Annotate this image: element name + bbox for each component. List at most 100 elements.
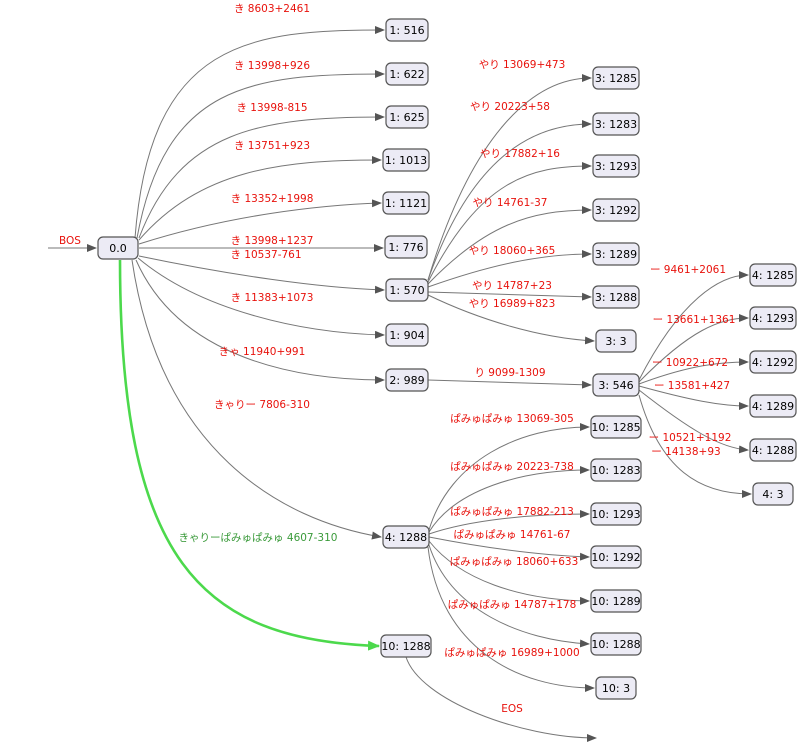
lattice-node-label: 1: 904 [389, 329, 424, 342]
edge-label: ー 10922+672 [652, 357, 728, 369]
lattice-node-label: 1: 570 [389, 284, 424, 297]
lattice-node-box [97, 236, 139, 260]
lattice-edge [638, 358, 749, 385]
lattice-node-box [590, 415, 642, 439]
lattice-node-box [749, 306, 797, 330]
lattice-node: 10: 1283 [590, 458, 642, 482]
lattice-edge [428, 466, 590, 533]
lattice-edge [138, 199, 382, 245]
lattice-node-label: 10: 1289 [591, 595, 640, 608]
edge-label: やり 18060+365 [469, 245, 556, 257]
lattice-node-label: 4: 1288 [385, 531, 427, 544]
edge-label: やり 17882+16 [480, 148, 560, 160]
lattice-edge [137, 257, 385, 339]
lattice-node-label: 10: 3 [602, 682, 630, 695]
edge-label: きゃりー 7806-310 [214, 399, 310, 411]
lattice-node-label: 10: 1285 [591, 421, 640, 434]
lattice-node-box [592, 285, 640, 309]
lattice-node-box [749, 350, 797, 374]
lattice-node: 3: 3 [595, 329, 637, 353]
lattice-edge [428, 510, 590, 535]
lattice-node-label: 3: 1289 [595, 248, 637, 261]
lattice-node: 3: 1283 [592, 112, 640, 136]
best-path-edge-label: きゃりーぱみゅぱみゅ 4607-310 [179, 532, 338, 544]
lattice-node: 2: 989 [385, 368, 429, 392]
lattice-node-box [592, 112, 640, 136]
lattice-edge [138, 156, 382, 241]
edge-label: ー 13581+427 [654, 380, 730, 392]
lattice-node-label: 3: 546 [598, 379, 633, 392]
lattice-node: 4: 1288 [382, 525, 430, 549]
lattice-node-box [590, 502, 642, 526]
lattice-node: 3: 1285 [592, 66, 640, 90]
edge-label: り 9099-1309 [474, 367, 545, 379]
lattice-node-label: 3: 1292 [595, 204, 637, 217]
lattice-node: 1: 776 [384, 235, 428, 259]
edge-label: やり 20223+58 [470, 101, 550, 113]
lattice-node: 4: 3 [752, 482, 794, 506]
lattice-node-label: 3: 1283 [595, 118, 637, 131]
lattice-node: 10: 1288 [380, 634, 432, 658]
edge-label: BOS [59, 235, 81, 247]
lattice-node: 10: 1292 [590, 545, 642, 569]
edge-label: き 13998+926 [234, 60, 310, 72]
edge-label: EOS [501, 703, 523, 715]
lattice-node: 1: 622 [385, 62, 429, 86]
lattice-edge [138, 113, 385, 239]
lattice-node: 1: 1121 [382, 191, 430, 215]
lattice-node-label: 1: 622 [389, 68, 424, 81]
edge-label: ぱみゅぱみゅ 17882-213 [450, 506, 574, 518]
lattice-node-box [385, 62, 429, 86]
best-path-edge [118, 259, 380, 651]
lattice-node-box [749, 438, 797, 462]
lattice-node: 4: 1292 [749, 350, 797, 374]
lattice-node-box [752, 482, 794, 506]
lattice-node: 1: 516 [385, 18, 429, 42]
edge-label: き 13751+923 [234, 140, 310, 152]
lattice-node-box [590, 458, 642, 482]
lattice-edge [638, 385, 749, 410]
lattice-node: 10: 1285 [590, 415, 642, 439]
lattice-node-label: 10: 1292 [591, 551, 640, 564]
edge-label: ぱみゅぱみゅ 18060+633 [450, 556, 579, 568]
lattice-edge [427, 291, 592, 301]
lattice-node-box [595, 676, 637, 700]
lattice-node-label: 4: 1292 [752, 356, 794, 369]
lattice-node-box [385, 278, 429, 302]
lattice-node-label: 4: 1288 [752, 444, 794, 457]
lattice-node-box [590, 632, 642, 656]
lattice-node-label: 1: 1121 [385, 197, 427, 210]
lattice-node: 3: 1293 [592, 154, 640, 178]
edge-label: ぱみゅぱみゅ 14787+178 [448, 599, 577, 611]
lattice-node-box [385, 105, 429, 129]
edge-label: き 13998-815 [236, 102, 307, 114]
lattice-node: 3: 1289 [592, 242, 640, 266]
lattice-edge [427, 294, 595, 345]
lattice-edge [131, 259, 382, 540]
edge-label: ぱみゅぱみゅ 13069-305 [450, 413, 574, 425]
lattice-node-label: 4: 1289 [752, 400, 794, 413]
edge-label: やり 14787+23 [472, 280, 552, 292]
lattice-node-box [385, 323, 429, 347]
lattice-edge [428, 540, 590, 605]
edge-label: き 11383+1073 [231, 292, 314, 304]
lattice-edge [638, 271, 749, 381]
lattice-edge [428, 423, 590, 531]
lattice-node-label: 1: 625 [389, 111, 424, 124]
lattice-node: 3: 546 [592, 373, 640, 397]
lattice-node-label: 1: 776 [388, 241, 423, 254]
lattice-edge [427, 250, 592, 288]
lattice-node-box [385, 18, 429, 42]
edge-label: ぱみゅぱみゅ 14761-67 [454, 529, 571, 541]
lattice-node: 1: 1013 [382, 148, 430, 172]
lattice-node-label: 10: 1283 [591, 464, 640, 477]
lattice-node-box [382, 148, 430, 172]
lattice-node-box [382, 525, 430, 549]
lattice-edge [638, 394, 752, 498]
lattice-node: 3: 1288 [592, 285, 640, 309]
lattice-edge [638, 389, 749, 454]
lattice-node-label: 0.0 [109, 242, 127, 255]
lattice-node-box [385, 368, 429, 392]
lattice-edge [135, 259, 385, 384]
